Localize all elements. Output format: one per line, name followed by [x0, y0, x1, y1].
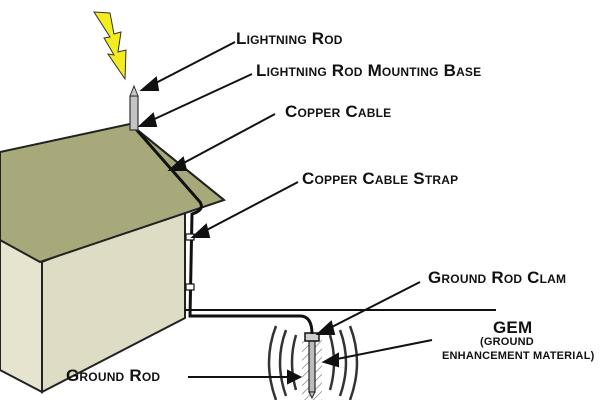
house-side-wall	[0, 238, 43, 394]
label-copper-cable-strap: Copper Cable Strap	[302, 169, 459, 188]
copper-cable	[133, 127, 314, 335]
soil-discharge-arcs	[267, 325, 359, 400]
label-mounting-base: Lightning Rod Mounting Base	[256, 61, 482, 80]
ground-rod-tip	[308, 391, 316, 400]
label-ground-rod: Ground Rod	[66, 366, 161, 385]
house-roof	[0, 122, 227, 264]
cable-strap-2	[185, 283, 195, 291]
label-ground-rod-clamp: Ground Rod Clam	[428, 268, 567, 287]
roof-ridge	[129, 123, 225, 201]
label-gem-line1: (GROUND	[480, 336, 534, 348]
lightning-rod	[129, 95, 139, 131]
ground-rod	[308, 337, 316, 393]
lightning-bolt	[93, 11, 127, 81]
label-lightning-rod: Lightning Rod	[236, 29, 343, 48]
label-copper-cable: Copper Cable	[285, 102, 392, 121]
lightning-rod-tip	[129, 84, 139, 97]
label-gem: GEM	[493, 318, 533, 337]
label-gem-line2: ENHANCEMENT MATERIAL)	[442, 350, 595, 362]
leader-lines	[137, 41, 433, 385]
